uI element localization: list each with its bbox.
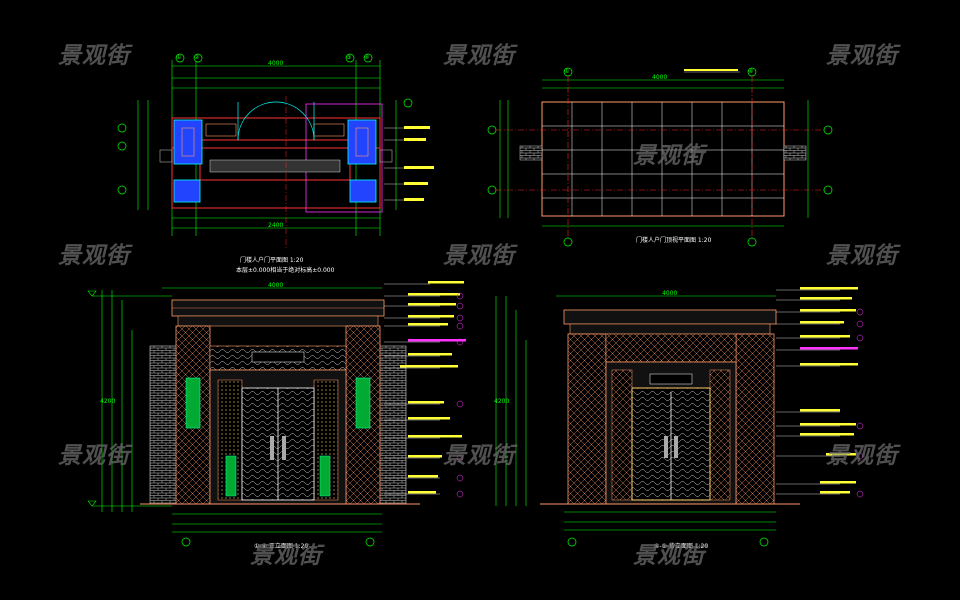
watermark: 景观街 [633,543,705,569]
front-dimension-total: 4000 [268,282,284,289]
watermark: 景观街 [58,243,130,269]
roof-plan-drawing [487,67,833,247]
front-elevation-drawing [87,281,466,547]
plan-dimension-total: 4000 [268,60,284,67]
plan-title: 门楼人户门平面图 1:20 [240,256,304,264]
watermark: 景观街 [826,43,898,69]
plan-axis-1: ① [176,54,182,61]
axis-marker-icon [181,537,375,547]
plan-axis-4: ④ [364,54,370,61]
plan-dimension-inner: 2400 [268,222,284,229]
front-elevation-title: ①-④ 正立面图 1:20 [254,542,308,550]
front-dimension-height: 4200 [100,398,116,405]
back-dimension-total: 4000 [662,290,678,297]
roof-dimension-total: 4000 [652,74,668,81]
watermark: 景观街 [250,543,322,569]
watermark: 景观街 [58,43,130,69]
watermark: 景观街 [633,143,705,169]
watermark: 景观街 [443,43,515,69]
axis-marker-icon [117,53,413,195]
back-dimension-height: 4200 [494,398,510,405]
axis-marker-icon [487,67,833,247]
plan-subtitle: 本层±0.000相当于绝对标高±0.000 [236,266,335,274]
floor-plan-drawing [117,53,434,248]
axis-marker-icon [567,537,769,547]
roof-plan-title: 门楼人户门顶视平面图 1:20 [636,236,712,244]
watermark: 景观街 [443,443,515,469]
roof-axis-1: ① [564,68,570,75]
plan-axis-2: ② [194,54,200,61]
watermark: 景观街 [826,443,898,469]
watermark: 景观街 [58,443,130,469]
elevation-datum-icon [87,290,97,507]
watermark: 景观街 [443,243,515,269]
roof-axis-4: ④ [748,68,754,75]
plan-axis-3: ③ [346,54,352,61]
back-elevation-drawing [495,287,864,547]
back-elevation-title: ④-① 背立面图 1:20 [654,542,708,550]
watermark: 景观街 [826,243,898,269]
